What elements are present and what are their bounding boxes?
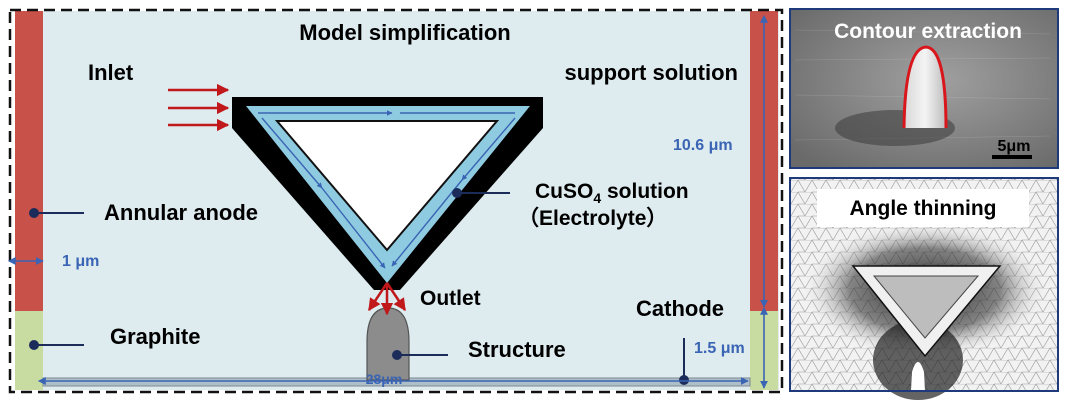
mesh-dense-tip [873,320,963,400]
flow-arrow-left-1 [261,117,323,189]
flow-arrow-right-1 [461,117,516,181]
mesh-panel: Angle thinning [789,177,1059,400]
electrolyte-label: （Electrolyte） [518,206,667,230]
outlet-label: Outlet [420,287,481,310]
structure-pillar [366,307,410,381]
mesh-title-box [817,189,1029,227]
sem-pillar [904,47,946,128]
flow-arrow-left-2 [321,187,386,269]
graphite-left [15,311,43,390]
cuso4-solution-label: CuSO4 solution [535,180,689,206]
domain-border [8,8,784,394]
cuso4-subscript: 4 [593,190,601,206]
contour-title: Contour extraction [834,20,1022,43]
dim-width-label: 28μm [366,371,403,387]
outlet-arrow-left [367,282,389,312]
cuso4-prefix: CuSO [535,180,593,203]
contour-panel-border [789,8,1059,169]
dim-height-label: 10.6 μm [673,137,733,154]
inlet-label: Inlet [88,60,134,85]
flow-arrows [258,110,516,269]
support-solution-label: support solution [564,60,738,85]
mesh-nozzle-core [872,275,980,339]
flow-arrow-right-2 [391,179,463,267]
nozzle-inner-core [274,120,500,252]
scale-bar-label: 5μm [998,138,1031,155]
contour-panel: Contour extraction 5μm [789,8,1059,169]
outlet-arrow-right [385,282,407,312]
dim-anode-width-label: 1 μm [62,253,99,270]
contour-line [902,45,948,129]
mesh-pillar [911,362,925,391]
model-diagram: Model simplification Inlet support solut… [7,8,784,394]
annular-anode-label: Annular anode [104,200,258,225]
structure-label: Structure [468,337,566,362]
model-title: Model simplification [299,20,510,45]
inlet-arrows [168,83,230,132]
outlet-arrows [367,282,407,316]
graphite-label: Graphite [110,324,200,349]
dim-cathode-height-label: 1.5 μm [694,340,745,357]
dimension-lines [7,14,768,389]
cathode-label: Cathode [636,296,724,321]
mesh-panel-border [789,177,1059,392]
cuso4-suffix: solution [601,180,689,203]
mesh-title: Angle thinning [850,197,997,220]
annular-anode-left [15,11,43,311]
